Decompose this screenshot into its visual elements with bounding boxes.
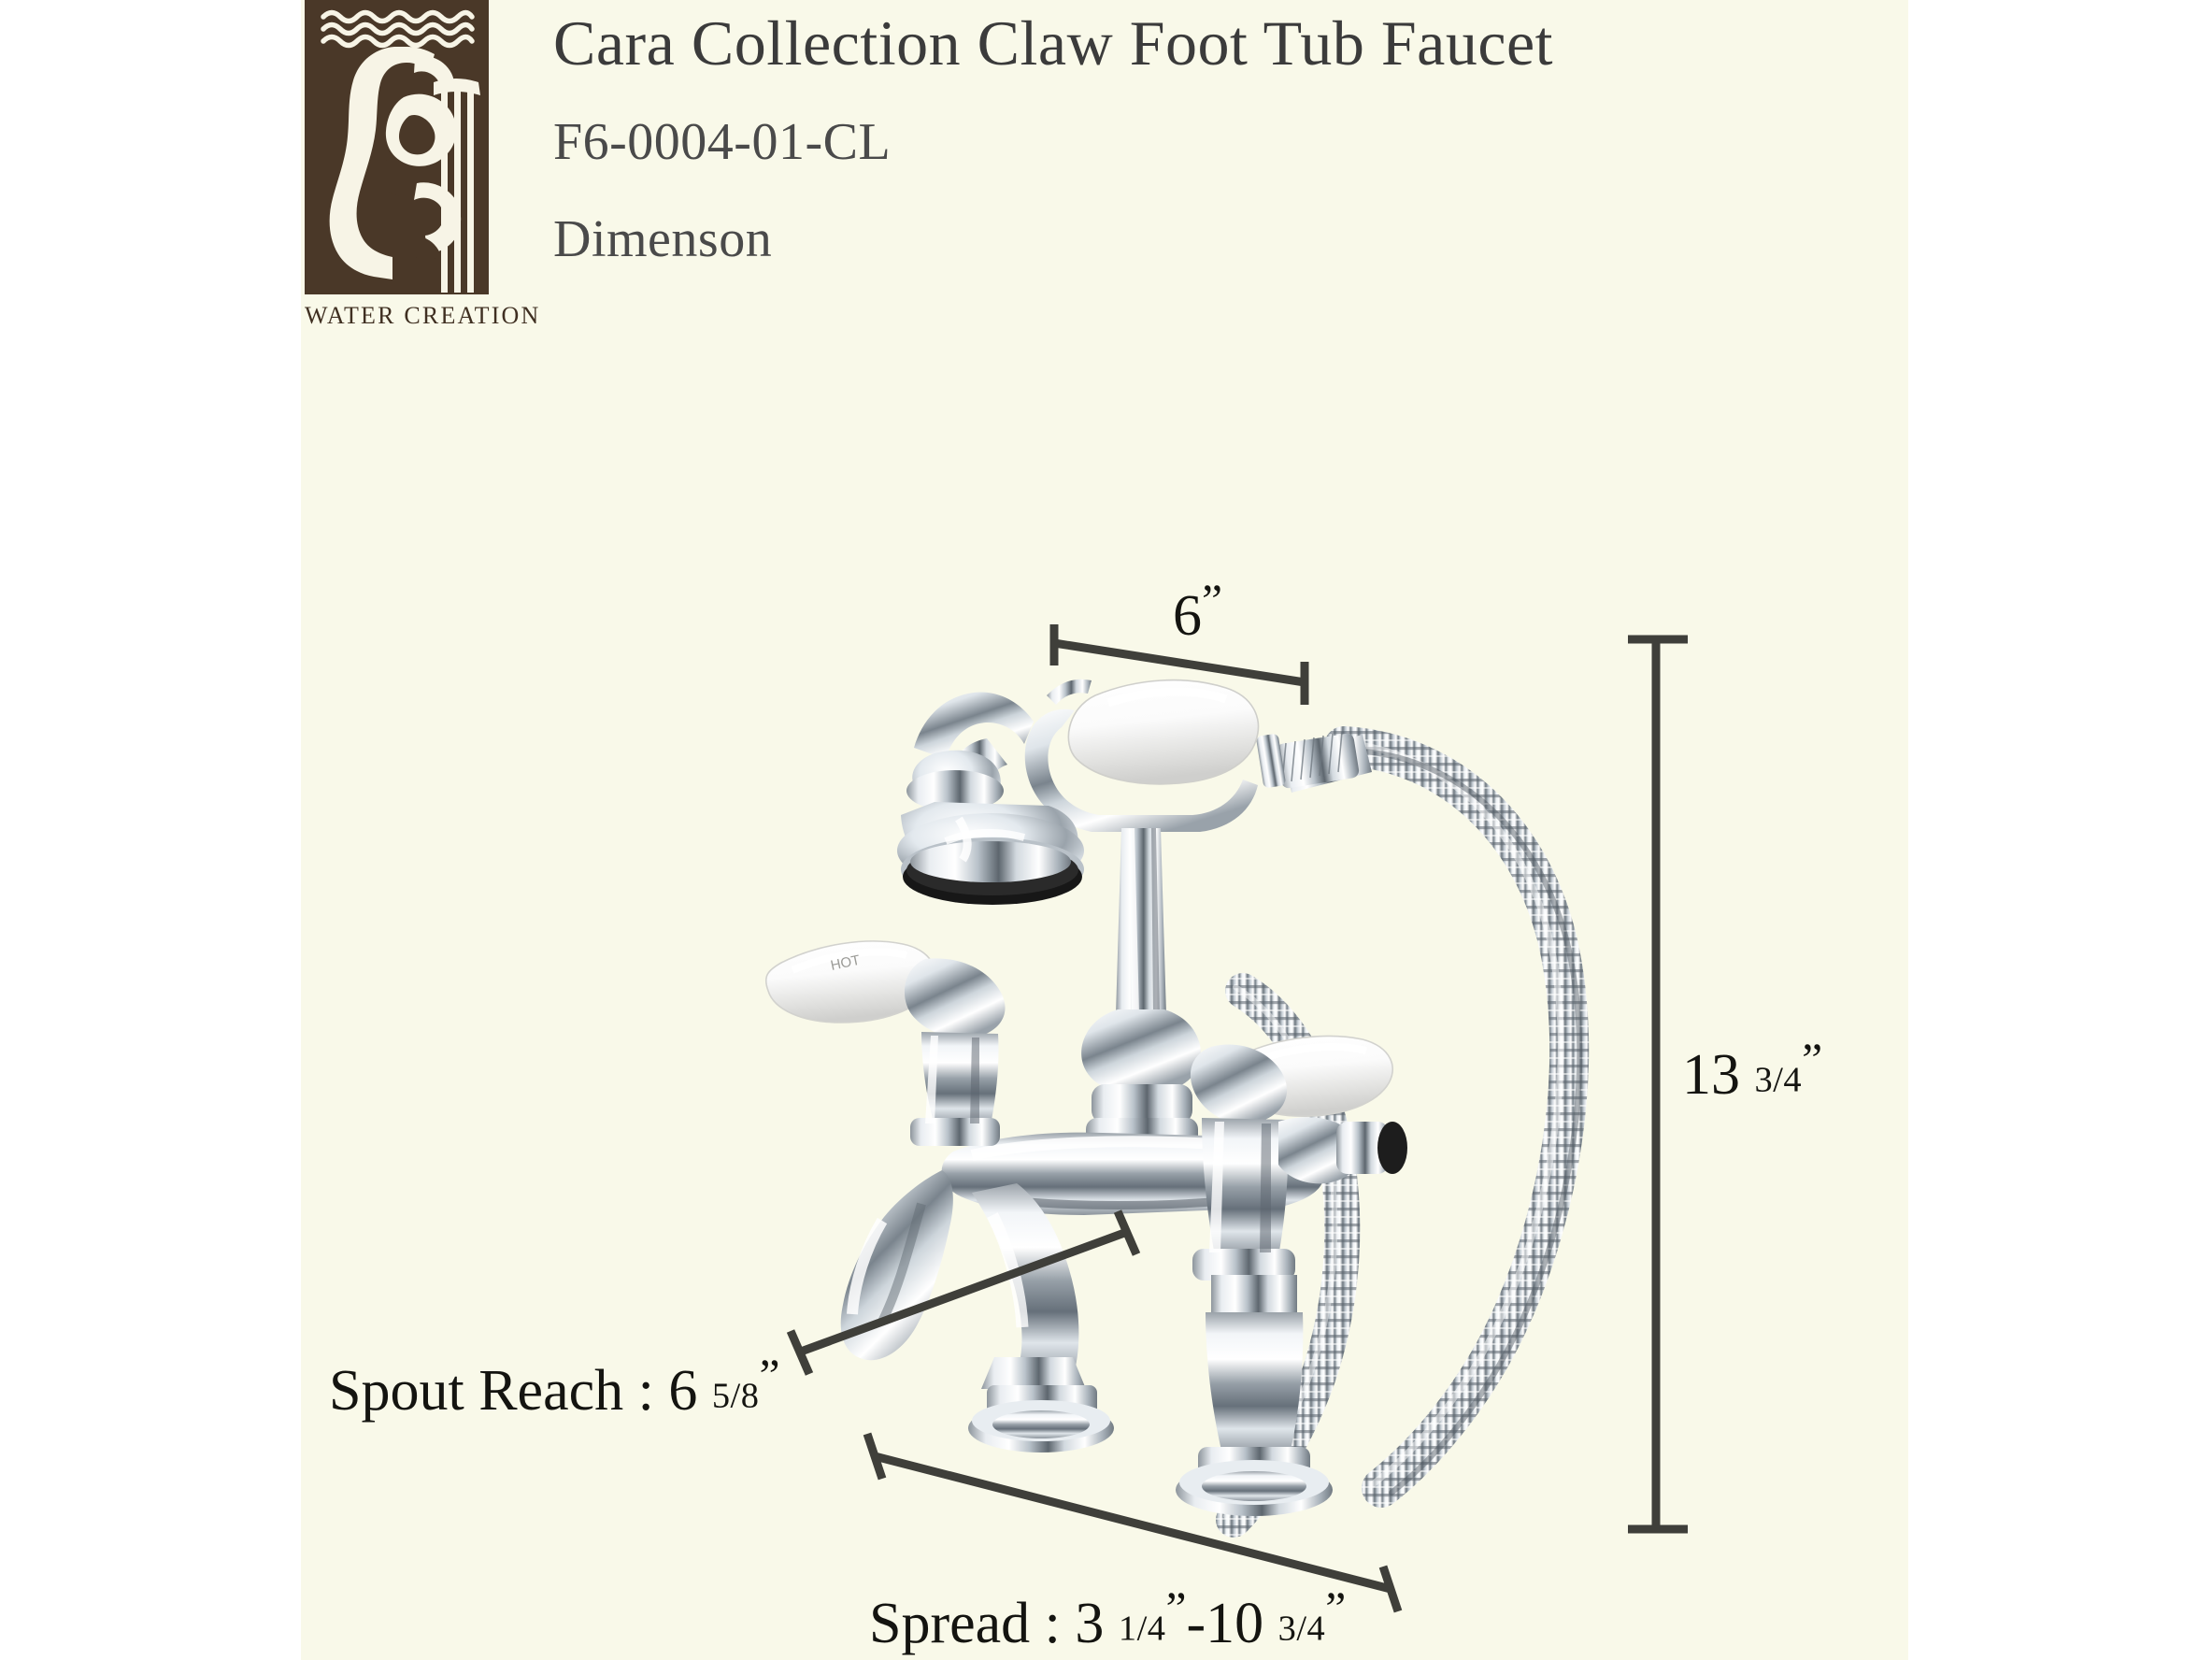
deck-mount-couplers [968,1275,1333,1516]
handshower [897,679,1372,1015]
hot-handle: HOT [764,940,1006,1146]
dimension-label-height: 13 3/4” [1682,1033,1822,1109]
dim-6-unit: ” [1202,575,1223,626]
dimension-label-spout-reach: Spout Reach : 6 5/8” [329,1349,779,1424]
dim-line-6in [1049,624,1309,705]
spout-reach-whole: 6 [668,1358,698,1423]
spout [840,1170,1079,1378]
dimension-lines [786,624,1688,1613]
spread-min-fraction: 1/4 [1118,1609,1166,1649]
spout-reach-prefix: Spout Reach : [329,1358,669,1423]
faucet-body: HOT [764,940,1407,1516]
spread-max-unit: ” [1325,1582,1347,1634]
spout-reach-fraction: 5/8 [711,1376,760,1416]
dim-height-unit: ” [1802,1034,1823,1085]
spread-min-unit: ” [1165,1582,1187,1634]
water-creation-mark-icon [305,0,489,294]
dimension-label-6in: 6” [1173,574,1222,650]
cold-handle [1190,1035,1393,1281]
spout-reach-unit: ” [759,1350,780,1401]
spread-max-whole: 10 [1206,1591,1264,1655]
page-subtitle: Dimenson [553,210,773,268]
dim-line-spread [863,1432,1403,1613]
spread-max-fraction: 3/4 [1277,1609,1326,1649]
page-title: Cara Collection Claw Foot Tub Faucet [553,7,1554,79]
spread-min-whole: 3 [1075,1591,1105,1655]
dim-line-height [1628,635,1688,1534]
dimension-label-spread: Spread : 3 1/4”-10 3/4” [869,1581,1346,1657]
hose-outlet [1278,1117,1407,1184]
header-text-block: Cara Collection Claw Foot Tub Faucet F6-… [553,0,1918,265]
dim-line-spout-reach [786,1209,1141,1376]
spread-prefix: Spread : [869,1591,1076,1655]
dim-height-fraction: 3/4 [1754,1060,1803,1100]
spread-separator: - [1186,1591,1206,1655]
dim-height-whole: 13 [1682,1042,1740,1107]
dim-6-value: 6 [1173,583,1202,648]
model-number: F6-0004-01-CL [553,113,892,171]
svg-text:HOT: HOT [829,952,862,974]
